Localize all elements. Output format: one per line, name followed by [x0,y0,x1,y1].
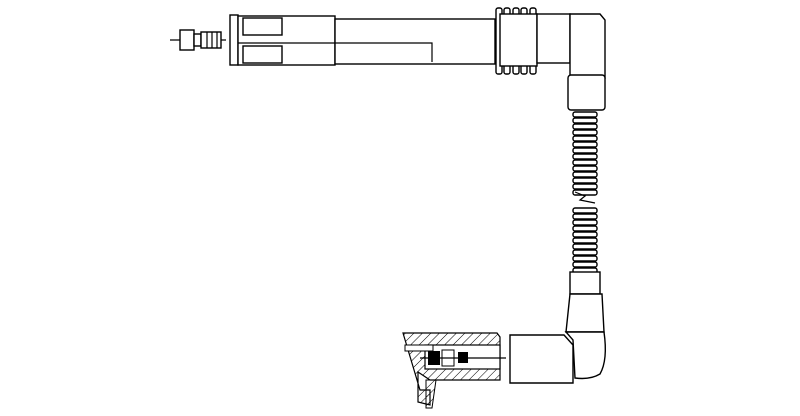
cable-rib [572,243,598,250]
cable-rib [572,129,598,136]
boot-ribs [495,7,538,75]
cable-rib [572,111,598,118]
corrugated-cable [572,111,598,274]
cable-rib [572,261,598,268]
sectioned-terminal [402,332,506,409]
cable-rib [572,219,598,226]
cable-rib [572,135,598,142]
cable-rib [572,159,598,166]
straight-boot [229,14,496,66]
cable-rib [572,225,598,232]
cable-rib [572,153,598,160]
top-elbow-connector [536,13,606,111]
cable-rib [572,141,598,148]
cable-rib [572,255,598,262]
cable-rib [572,237,598,244]
cable-rib [572,123,598,130]
cable-rib [572,171,598,178]
cable-rib [572,231,598,238]
terminal-pin [170,29,226,51]
cable-rib [572,177,598,184]
cable-rib [572,207,598,214]
bottom-elbow-connector [509,271,607,384]
cable-rib [572,165,598,172]
cable-rib [572,147,598,154]
cable-rib [572,249,598,256]
cable-rib [572,117,598,124]
cable-rib [572,213,598,220]
cable-rib [572,183,598,190]
cable-break-mark [574,191,596,204]
